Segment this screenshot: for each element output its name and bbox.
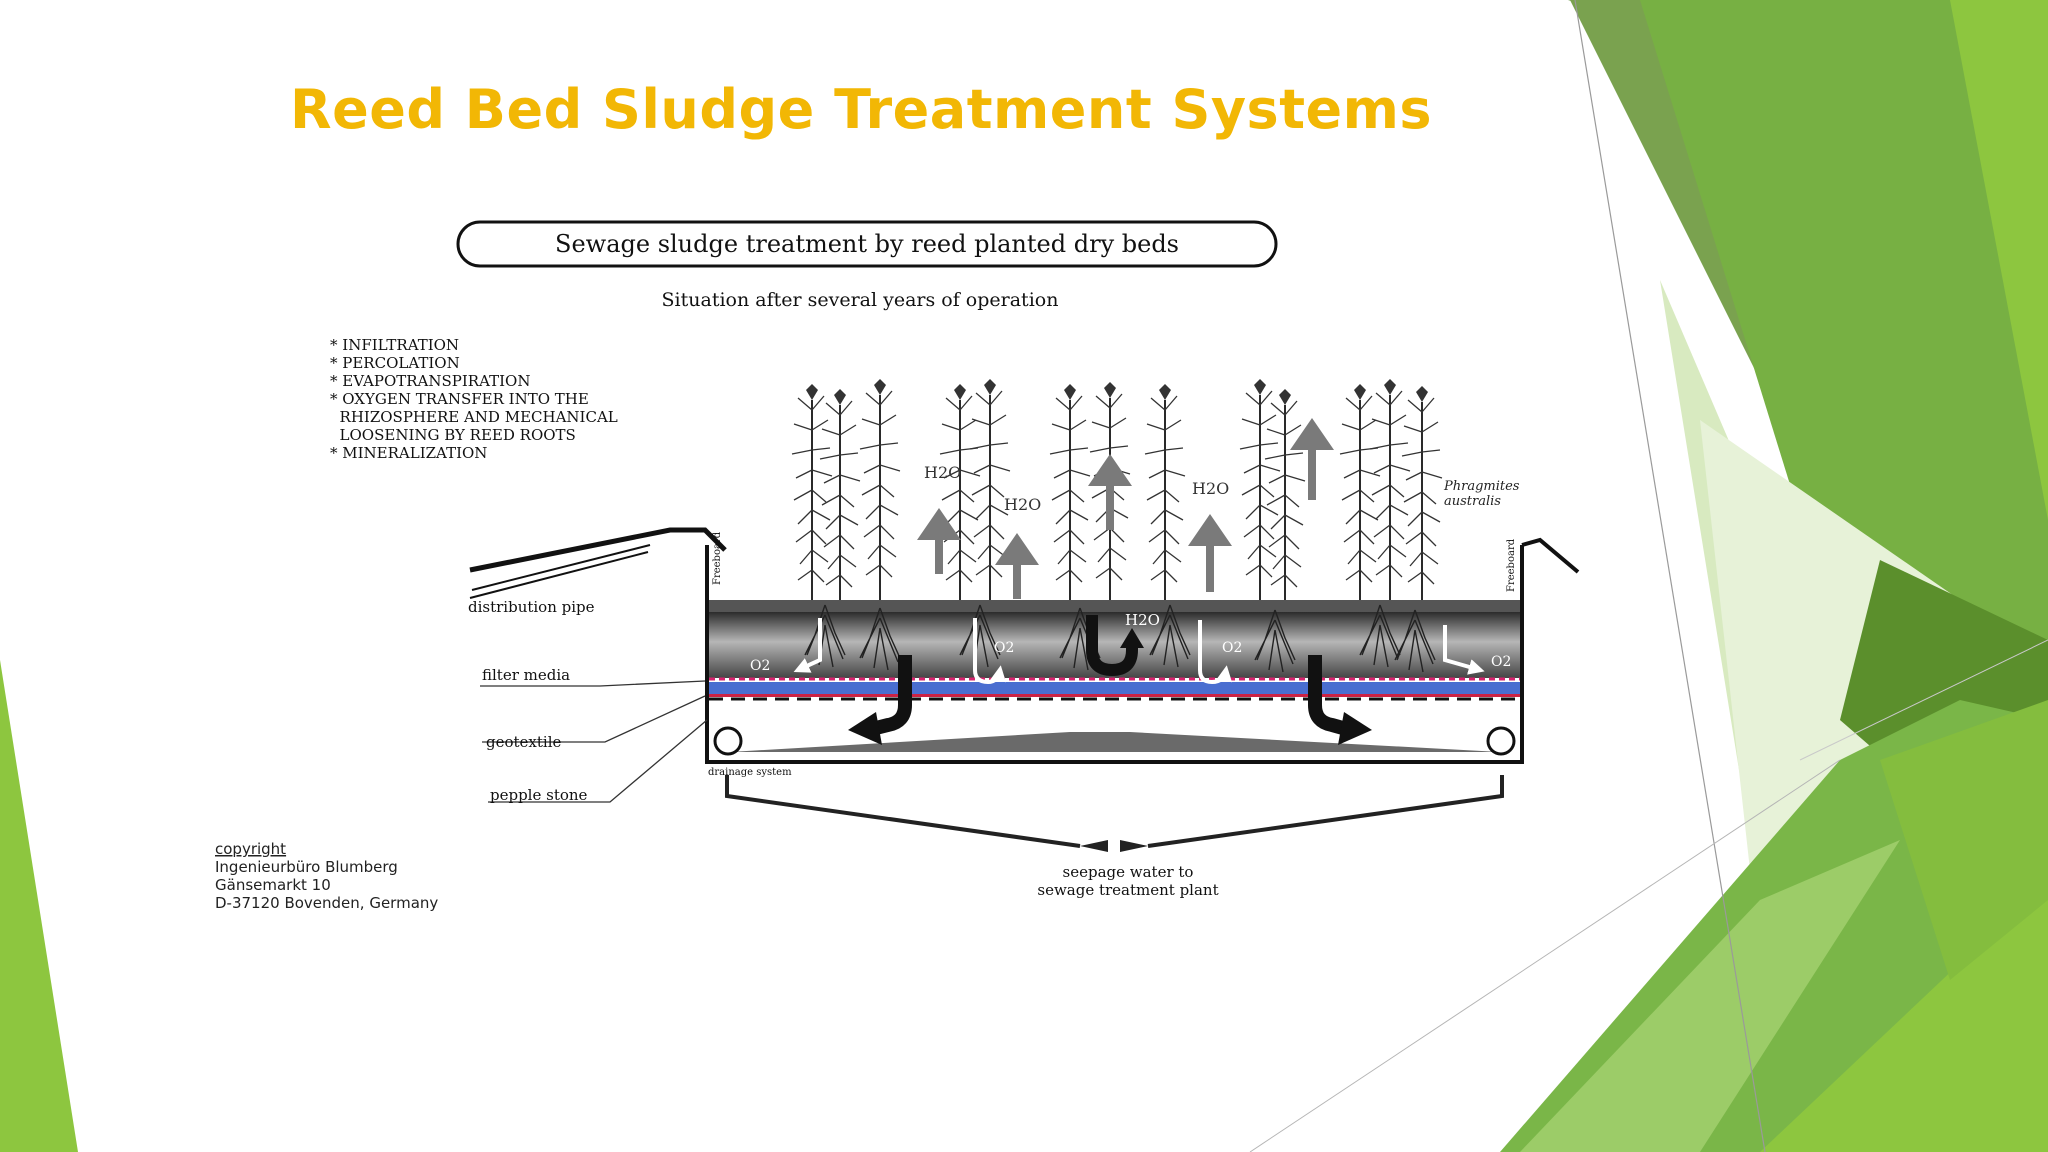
seepage-lines <box>725 775 1504 848</box>
pebble-stone <box>730 732 1500 752</box>
heading-box <box>456 220 1278 268</box>
copyright-heading: copyright <box>215 840 286 858</box>
percolation-arrows <box>848 615 1372 745</box>
h2o-label-sludge: H2O <box>1125 611 1160 629</box>
copyright-line: Ingenieurbüro Blumberg <box>215 858 398 876</box>
plant-label: Phragmites <box>1443 479 1520 494</box>
freeboard-label-left: Freeboard <box>712 531 723 585</box>
diagram-heading: Sewage sludge treatment by reed planted … <box>555 230 1179 258</box>
geotextile-label: geotextile <box>486 733 561 751</box>
drainage-pipe-left <box>713 726 743 756</box>
distribution-pipe <box>469 527 727 599</box>
o2-label: O2 <box>1222 640 1242 656</box>
leader-lines <box>480 680 708 803</box>
evaporation-arrows <box>917 418 1334 599</box>
basin <box>705 537 1580 764</box>
geotextile-top <box>709 694 1520 697</box>
pebble-stone-label: pepple stone <box>490 786 588 804</box>
filter-media <box>709 682 1520 694</box>
reed-bed-diagram: Sewage sludge treatment by reed planted … <box>215 220 1580 912</box>
h2o-label: H2O <box>1192 479 1229 498</box>
plant-label: australis <box>1444 494 1501 509</box>
process-list: * INFILTRATION * PERCOLATION * EVAPOTRAN… <box>330 336 618 462</box>
copyright-line: Gänsemarkt 10 <box>215 876 331 894</box>
process-item: * OXYGEN TRANSFER INTO THE <box>330 390 589 408</box>
copyright-line: D-37120 Bovenden, Germany <box>215 894 438 912</box>
filter-media-label: filter media <box>482 666 570 684</box>
drainage-system-label: drainage system <box>708 767 792 778</box>
o2-label: O2 <box>1491 654 1511 670</box>
process-item: * INFILTRATION <box>330 336 459 354</box>
seepage-label: sewage treatment plant <box>1037 881 1218 899</box>
o2-label: O2 <box>994 640 1014 656</box>
h2o-label: H2O <box>1004 495 1041 514</box>
freeboard-label-right: Freeboard <box>1506 538 1517 592</box>
slide-title: Reed Bed Sludge Treatment Systems <box>290 78 1433 141</box>
oxygen-arrows <box>793 618 1485 685</box>
distribution-pipe-label: distribution pipe <box>468 598 595 616</box>
drainage-pipe-right <box>1486 726 1516 756</box>
process-item: * EVAPOTRANSPIRATION <box>330 372 530 390</box>
diagram-subheading: Situation after several years of operati… <box>662 289 1059 311</box>
h2o-label: H2O <box>924 463 961 482</box>
reed-plants <box>791 378 1443 616</box>
process-item: LOOSENING BY REED ROOTS <box>330 426 576 444</box>
seepage-label: seepage water to <box>1063 863 1194 881</box>
process-item: RHIZOSPHERE AND MECHANICAL <box>330 408 618 426</box>
seepage-valve <box>1080 840 1148 852</box>
sludge-top <box>709 600 1520 612</box>
process-item: * MINERALIZATION <box>330 444 487 462</box>
o2-label: O2 <box>750 658 770 674</box>
process-item: * PERCOLATION <box>330 354 460 372</box>
